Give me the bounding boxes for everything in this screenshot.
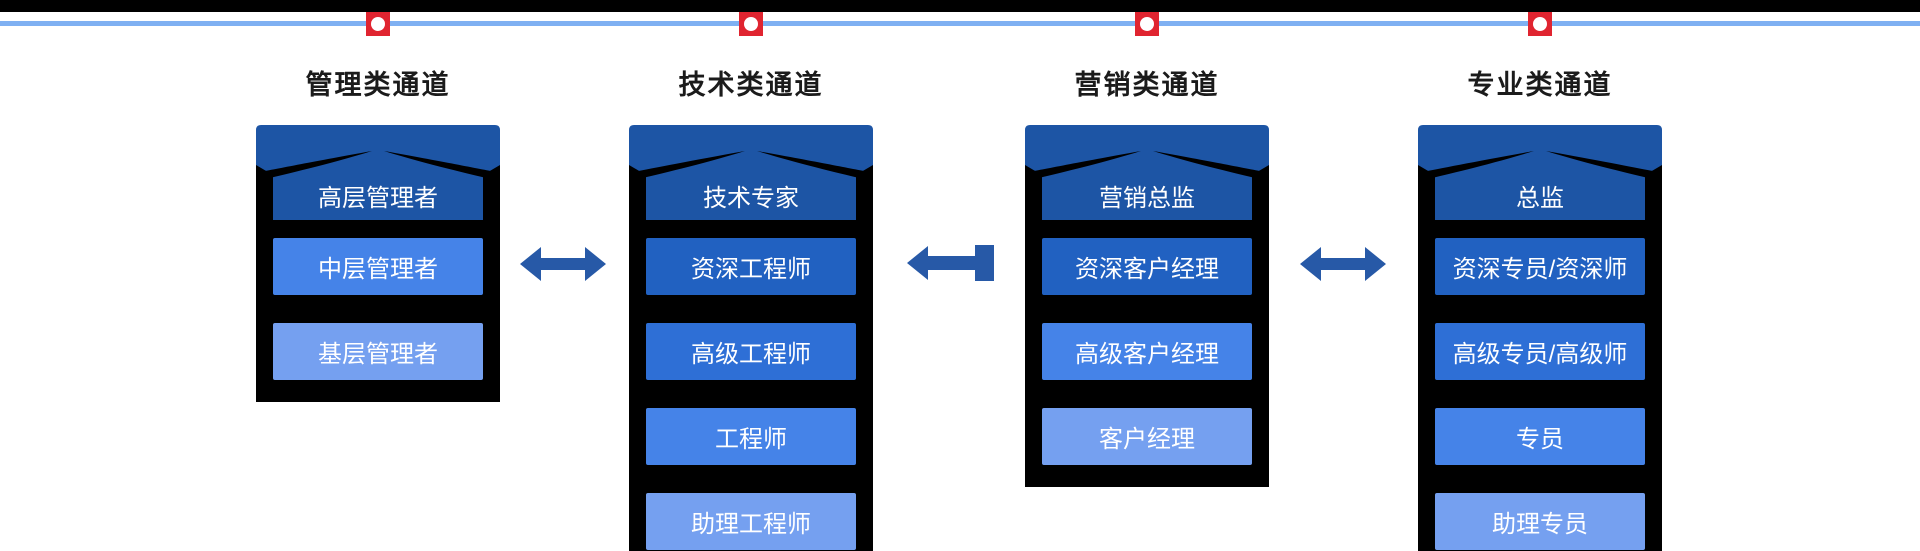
- level-box: 资深客户经理: [1042, 238, 1252, 295]
- level-box-top: 技术专家: [703, 184, 799, 212]
- level-box: 基层管理者: [273, 323, 483, 380]
- column-technical-channel: 技术类通道 技术专家 资深工程师 高级工程师 工程师 助理工程师: [629, 0, 873, 551]
- double-arrow-icon: [520, 247, 606, 281]
- banner-cap: 营销总监: [1025, 125, 1269, 220]
- level-box: 中层管理者: [273, 238, 483, 295]
- level-box: 工程师: [646, 408, 856, 465]
- banner-cap-icon: [256, 125, 500, 220]
- level-box: 资深工程师: [646, 238, 856, 295]
- timeline-marker-icon: [739, 12, 763, 36]
- timeline-marker-icon: [1528, 12, 1552, 36]
- level-box-top: 高层管理者: [318, 184, 438, 212]
- top-black-bar: [0, 0, 1920, 12]
- level-box-top: 营销总监: [1099, 184, 1195, 212]
- level-box: 客户经理: [1042, 408, 1252, 465]
- banner-cap: 技术专家: [629, 125, 873, 220]
- marker-dot-icon: [1533, 17, 1547, 31]
- level-box: 高级工程师: [646, 323, 856, 380]
- level-box: 助理工程师: [646, 493, 856, 550]
- marker-dot-icon: [371, 17, 385, 31]
- level-box-top: 总监: [1516, 184, 1564, 212]
- column-title: 技术类通道: [678, 69, 824, 100]
- column-title: 管理类通道: [305, 69, 451, 100]
- banner-cap-icon: [1025, 125, 1269, 220]
- timeline-line: [0, 21, 1920, 26]
- level-box: 助理专员: [1435, 493, 1645, 550]
- marker-dot-icon: [1140, 17, 1154, 31]
- banner-cap: 高层管理者: [256, 125, 500, 220]
- column-title: 专业类通道: [1467, 69, 1613, 100]
- column-title: 营销类通道: [1074, 69, 1220, 100]
- level-box: 专员: [1435, 408, 1645, 465]
- banner-cap-icon: [1418, 125, 1662, 220]
- timeline-marker-icon: [366, 12, 390, 36]
- double-arrow-icon: [1300, 247, 1386, 281]
- banner-cap-icon: [629, 125, 873, 220]
- column-professional-channel: 专业类通道 总监 资深专员/资深师 高级专员/高级师 专员 助理专员: [1418, 0, 1662, 551]
- timeline-marker-icon: [1135, 12, 1159, 36]
- banner-cap: 总监: [1418, 125, 1662, 220]
- column-marketing-channel: 营销类通道 营销总监 资深客户经理 高级客户经理 客户经理: [1025, 0, 1269, 551]
- level-box: 资深专员/资深师: [1435, 238, 1645, 295]
- column-management-channel: 管理类通道 高层管理者 中层管理者 基层管理者: [256, 0, 500, 551]
- left-arrow-with-bar-icon: [907, 245, 994, 281]
- marker-dot-icon: [744, 17, 758, 31]
- level-box: 高级客户经理: [1042, 323, 1252, 380]
- level-box: 高级专员/高级师: [1435, 323, 1645, 380]
